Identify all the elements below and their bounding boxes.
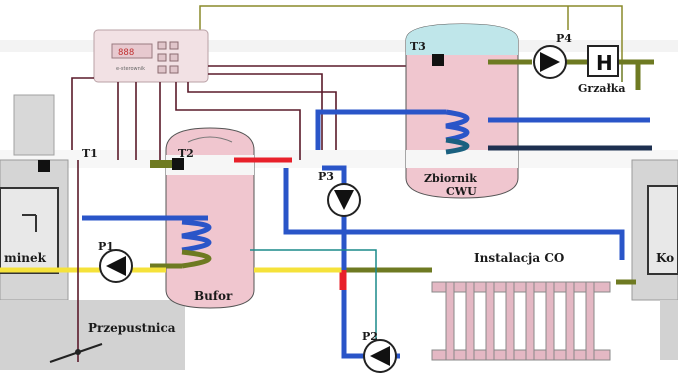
pump-p4-label: P4: [556, 32, 572, 45]
middle-band: [0, 150, 678, 168]
cwu-coil: [445, 109, 470, 155]
fireplace: [0, 94, 185, 370]
cold-pipes: [283, 109, 650, 359]
pump-p4: [533, 45, 567, 79]
heater-label: Grzałka: [578, 82, 626, 95]
heater: [566, 45, 654, 90]
sensor-t2-box: [172, 158, 184, 170]
boiler: [631, 159, 678, 360]
t2-pipe-stub: [150, 160, 172, 168]
pump-p1: [99, 249, 133, 283]
controller-brand: e-sterownik: [116, 66, 145, 72]
pump-p1-label: P1: [98, 240, 114, 253]
sensor-t3-box: [432, 54, 444, 66]
sensor-t1-box: [38, 160, 50, 172]
pump-p3-label: P3: [318, 170, 334, 183]
fireplace-label: minek: [4, 251, 47, 265]
radiator-label: Instalacja CO: [474, 251, 564, 265]
p3-supply: [322, 165, 347, 186]
teal-line: [250, 249, 377, 356]
boiler-label: Ko: [656, 251, 674, 265]
pump-p3: [327, 183, 361, 217]
controller: 888: [93, 29, 209, 83]
cwu-tank-label: Zbiornik: [424, 172, 477, 185]
cwu-tank: [405, 23, 519, 199]
damper-label: Przepustnica: [88, 321, 176, 335]
radiator: [431, 281, 611, 361]
heater-symbol: H: [596, 51, 613, 75]
buffer-label: Bufor: [194, 289, 233, 303]
top-control-wire: [199, 5, 623, 64]
damper-pivot: [75, 349, 81, 355]
svg-text:888: 888: [118, 48, 134, 58]
sensor-t1-label: T1: [82, 147, 98, 160]
pump-p2-label: P2: [362, 330, 378, 343]
pump-p2: [363, 339, 397, 373]
cwu-label: CWU: [446, 185, 477, 198]
buffer-coil: [82, 215, 212, 269]
sensor-t2-label: T2: [178, 147, 194, 160]
sensor-t3-label: T3: [410, 40, 426, 53]
